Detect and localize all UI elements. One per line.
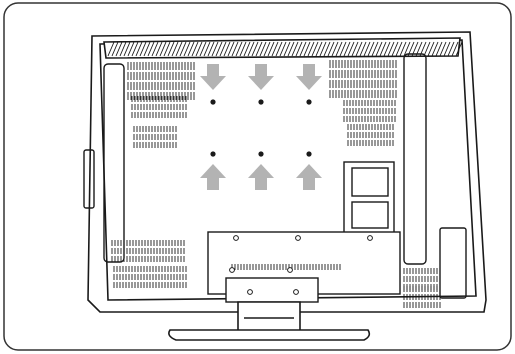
screw-icon [293,289,299,295]
right-side-panel [403,53,467,299]
mount-arrows [200,64,322,190]
mount-hole-icon [210,99,216,105]
arrow-down-icon [248,64,274,90]
screw-icon [247,289,253,295]
screw-icon [367,235,373,241]
screw-icon [229,267,235,273]
stand-mount-plate [207,231,401,303]
mount-hole-icon [306,99,312,105]
left-side-panel [83,63,125,263]
arrow-up-icon [248,164,274,190]
arrow-up-icon [200,164,226,190]
screw-icon [295,235,301,241]
pedestal-stand [168,301,371,341]
mount-hole-icon [306,151,312,157]
screw-icon [287,267,293,273]
vent-slot-hatching [107,41,463,308]
arrow-down-icon [296,64,322,90]
screw-icon [233,235,239,241]
arrow-up-icon [296,164,322,190]
mount-hole-icon [258,151,264,157]
mount-hole-icon [258,99,264,105]
mount-points [210,99,373,295]
connector-panel [343,161,395,235]
mount-hole-icon [210,151,216,157]
arrow-down-icon [200,64,226,90]
